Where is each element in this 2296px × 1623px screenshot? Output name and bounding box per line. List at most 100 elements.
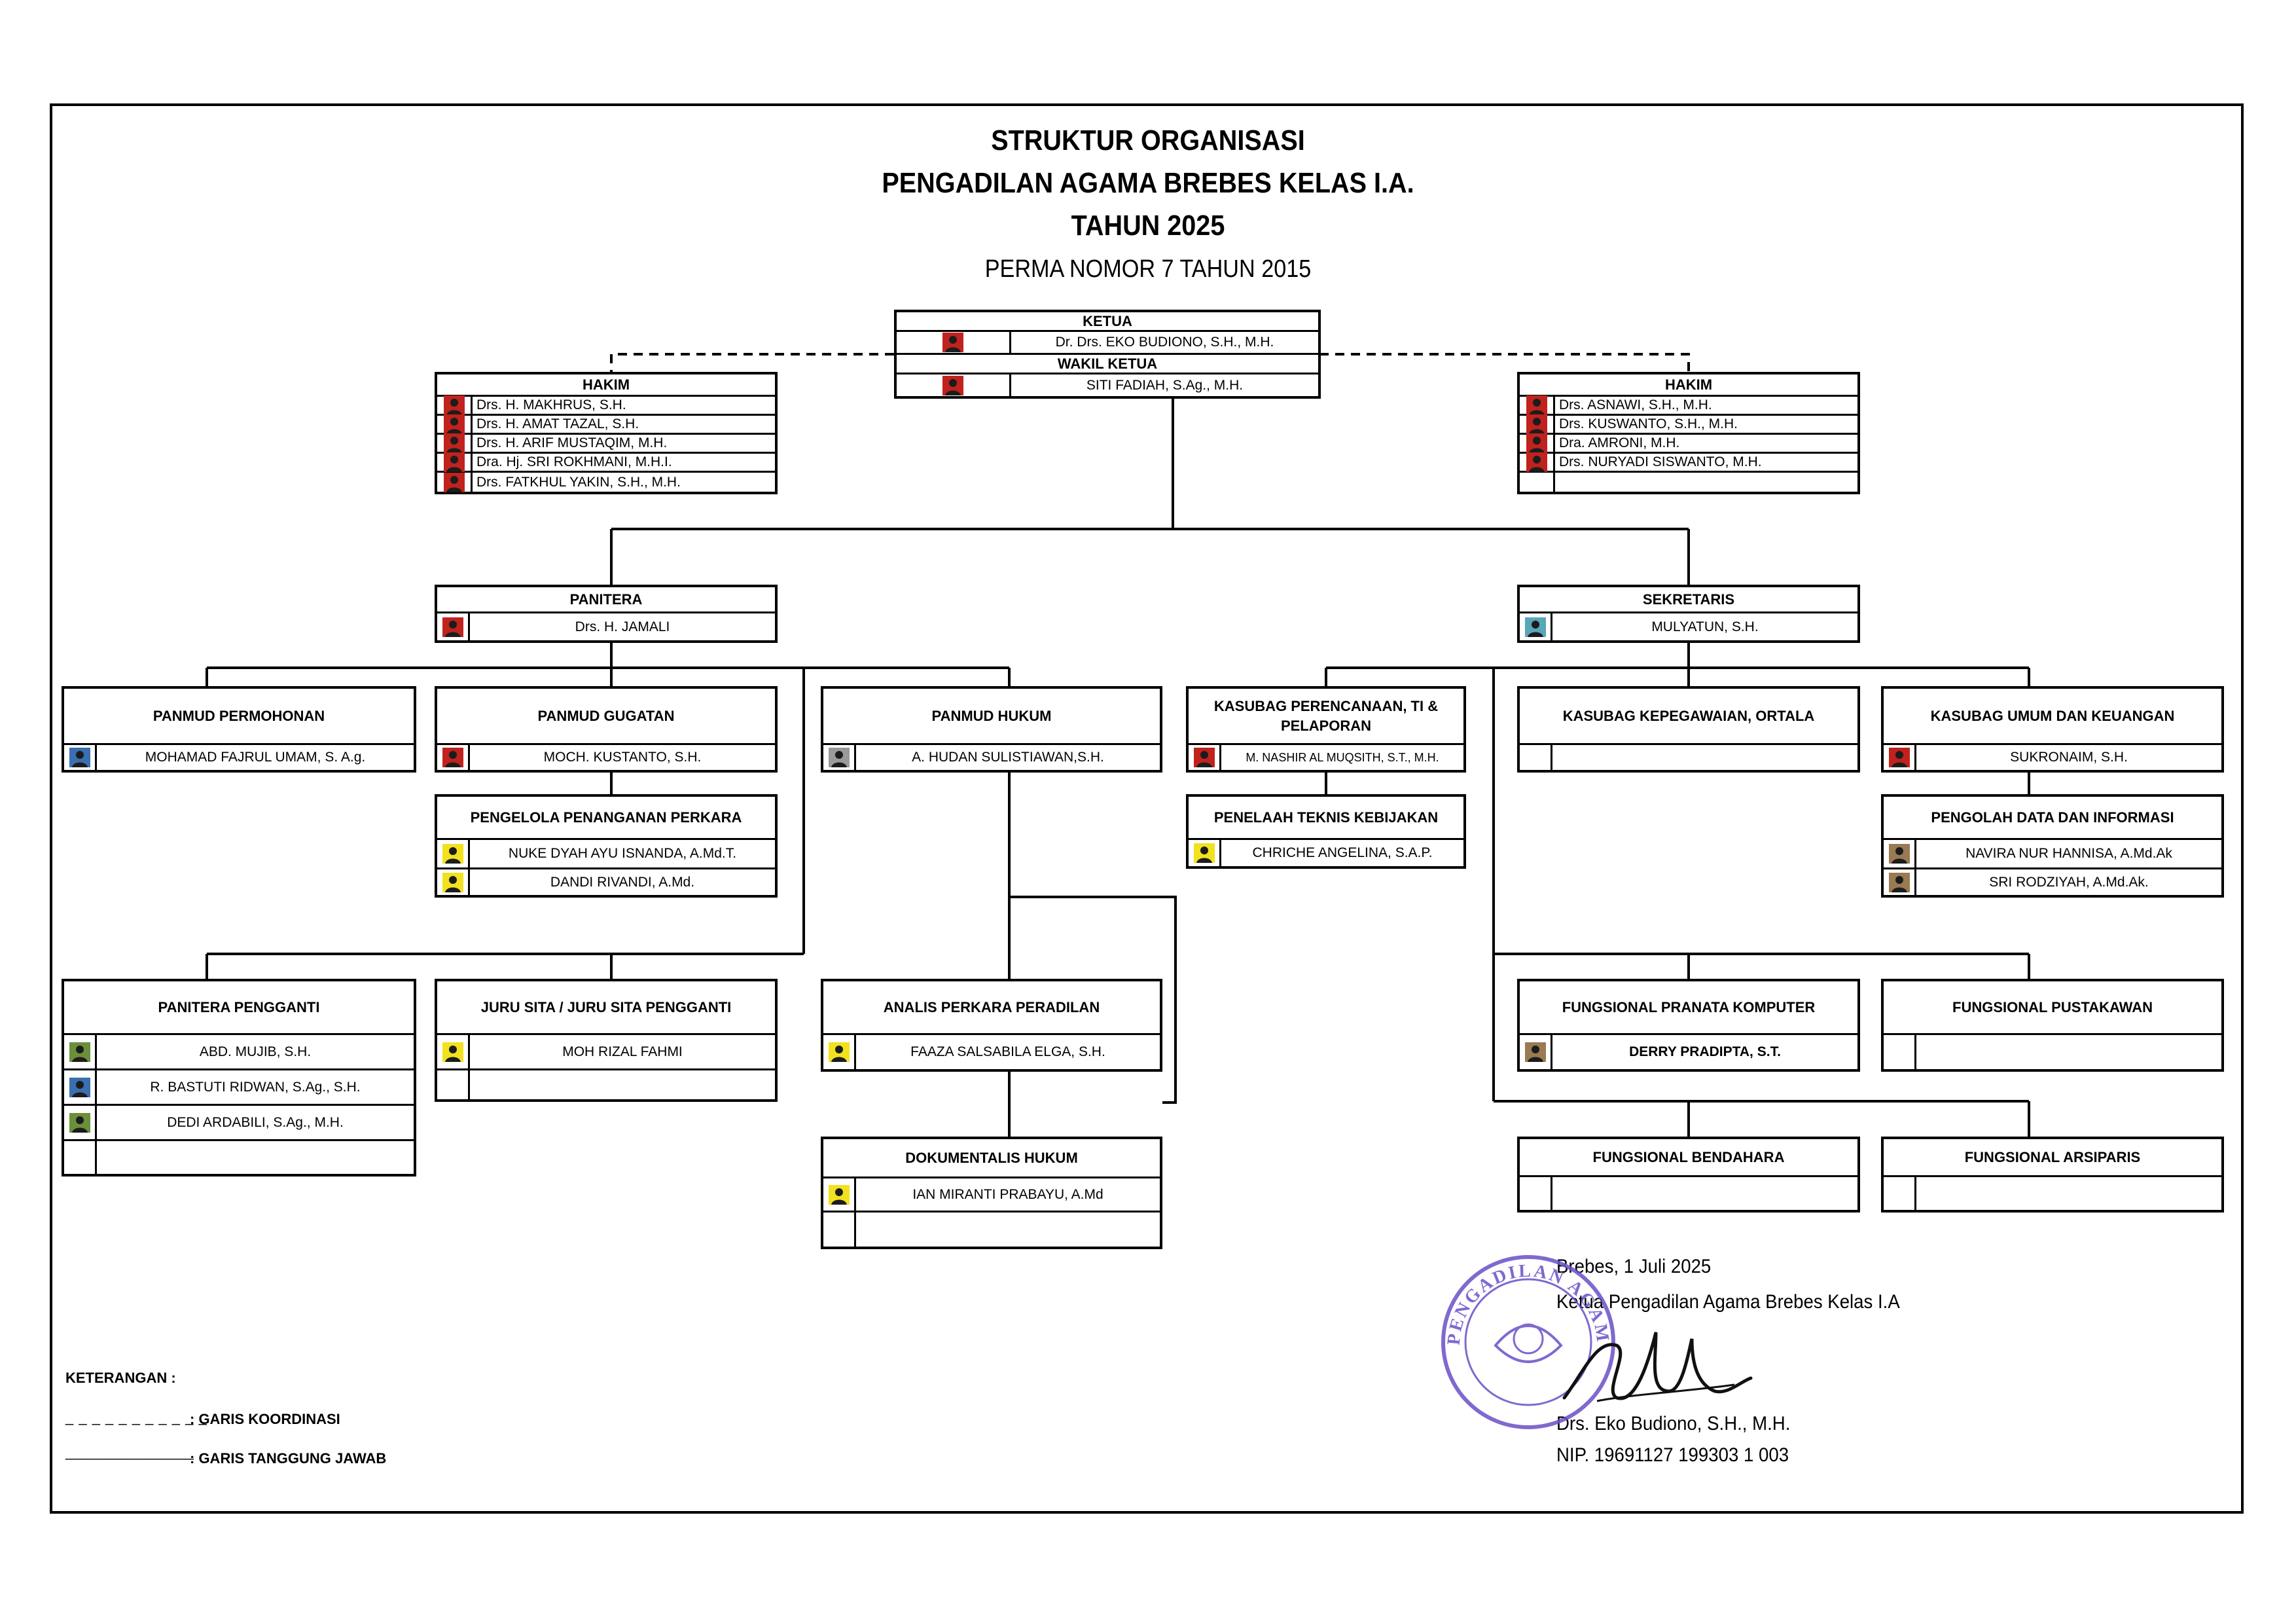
person-photo-icon — [828, 748, 850, 767]
kasubag-umum-box: KASUBAG UMUM DAN KEUANGAN SUKRONAIM, S.H… — [1881, 686, 2224, 773]
person-photo-icon — [442, 617, 463, 637]
photo-cell — [437, 414, 473, 434]
hakim-left-title: HAKIM — [437, 374, 775, 397]
panmud-gugatan-name: MOCH. KUSTANTO, S.H. — [543, 750, 702, 765]
pranata-box: FUNGSIONAL PRANATA KOMPUTER DERRY PRADIP… — [1517, 979, 1860, 1072]
photo-cell — [437, 869, 470, 895]
signature-place-date: Brebes, 1 Juli 2025 — [1556, 1256, 1712, 1277]
bendahara-box: FUNGSIONAL BENDAHARA — [1517, 1137, 1860, 1213]
sekretaris-box: SEKRETARIS MULYATUN, S.H. — [1517, 585, 1860, 643]
photo-cell — [1189, 840, 1221, 866]
photo-cell — [1520, 613, 1552, 640]
panmud-hukum-title: PANMUD HUKUM — [823, 689, 1160, 745]
panitera-title: PANITERA — [437, 587, 775, 613]
photo-cell — [1520, 395, 1555, 415]
person-photo-icon — [443, 433, 465, 453]
person-photo-icon — [443, 472, 465, 492]
official-stamp-icon: PENGADILAN AGAMA — [1433, 1247, 1615, 1429]
staff-name: FAAZA SALSABILA ELGA, S.H. — [910, 1044, 1105, 1059]
person-photo-icon — [69, 1112, 90, 1133]
photo-cell — [437, 613, 470, 640]
staff-name: DANDI RIVANDI, A.Md. — [550, 874, 695, 890]
staff-row: DEDI ARDABILI, S.Ag., M.H. — [64, 1106, 414, 1141]
person-photo-icon — [1526, 433, 1547, 453]
staff-row: ABD. MUJIB, S.H. — [64, 1035, 414, 1070]
panitera-box: PANITERA Drs. H. JAMALI — [435, 585, 778, 643]
photo-cell — [437, 395, 473, 415]
photo-cell — [437, 452, 473, 472]
staff-row — [1884, 1035, 2221, 1069]
staff-name — [97, 1141, 414, 1174]
hakim-row: Drs. H. MAKHRUS, S.H. — [437, 395, 775, 416]
staff-name: SRI RODZIYAH, A.Md.Ak. — [1989, 874, 2149, 890]
panmud-hukum-box: PANMUD HUKUM A. HUDAN SULISTIAWAN,S.H. — [821, 686, 1162, 773]
panitera-pengganti-title: PANITERA PENGGANTI — [64, 981, 414, 1035]
kasubag-umum-name: SUKRONAIM, S.H. — [2010, 750, 2128, 765]
panmud-gugatan-title: PANMUD GUGATAN — [437, 689, 775, 745]
staff-name: DEDI ARDABILI, S.Ag., M.H. — [167, 1114, 344, 1130]
photo-cell — [1520, 473, 1555, 492]
panmud-permohonan-box: PANMUD PERMOHONAN MOHAMAD FAJRUL UMAM, S… — [62, 686, 416, 773]
hakim-row: Drs. FATKHUL YAKIN, S.H., M.H. — [437, 472, 775, 492]
person-photo-icon — [1193, 748, 1215, 767]
photo-cell — [64, 1106, 97, 1139]
photo-cell — [64, 1035, 97, 1068]
staff-row — [64, 1141, 414, 1174]
person-photo-icon — [1526, 414, 1547, 434]
hakim-left-box: HAKIM Drs. H. MAKHRUS, S.H. Drs. H. AMAT… — [435, 372, 778, 494]
staff-name — [1916, 1035, 2221, 1069]
person-photo-icon — [442, 1042, 463, 1062]
person-photo-icon — [1888, 748, 1910, 767]
dokumentalis-box: DOKUMENTALIS HUKUM IAN MIRANTI PRABAYU, … — [821, 1137, 1162, 1249]
kasubag-perencanaan-name: M. NASHIR AL MUQSITH, S.T., M.H. — [1246, 750, 1439, 764]
signature-name: Drs. Eko Budiono, S.H., M.H. — [1556, 1413, 1791, 1434]
photo-cell — [437, 433, 473, 453]
kasubag-umum-title: KASUBAG UMUM DAN KEUANGAN — [1884, 689, 2221, 745]
kasubag-kepegawaian-title: KASUBAG KEPEGAWAIAN, ORTALA — [1520, 689, 1857, 745]
hakim-name: Drs. FATKHUL YAKIN, S.H., M.H. — [476, 474, 681, 490]
photo-cell — [897, 332, 1011, 354]
photo-cell — [1520, 414, 1555, 434]
photo-cell — [437, 745, 470, 770]
ketua-box: KETUA Dr. Drs. EKO BUDIONO, S.H., M.H. W… — [894, 310, 1321, 399]
pranata-title: FUNGSIONAL PRANATA KOMPUTER — [1520, 981, 1857, 1035]
person-photo-icon — [442, 872, 463, 892]
page-frame — [50, 103, 2244, 1514]
panmud-permohonan-row: MOHAMAD FAJRUL UMAM, S. A.g. — [64, 745, 414, 770]
hakim-right-title: HAKIM — [1520, 374, 1857, 397]
hakim-row: Drs. H. AMAT TAZAL, S.H. — [437, 414, 775, 435]
doc-subtitle: PERMA NOMOR 7 TAHUN 2015 — [984, 255, 1312, 283]
ketua-name: Dr. Drs. EKO BUDIONO, S.H., M.H. — [1055, 335, 1274, 350]
staff-row — [823, 1213, 1160, 1247]
staff-name: MOH RIZAL FAHMI — [562, 1044, 683, 1059]
staff-row: R. BASTUTI RIDWAN, S.Ag., S.H. — [64, 1070, 414, 1106]
legend-solid-symbol: ________________ — [65, 1444, 194, 1460]
person-photo-icon — [443, 452, 465, 472]
staff-row — [437, 1070, 775, 1099]
photo-cell — [823, 745, 856, 770]
person-photo-icon — [942, 333, 963, 352]
hakim-row — [1520, 473, 1857, 492]
staff-name: CHRICHE ANGELINA, S.A.P. — [1252, 845, 1433, 860]
person-photo-icon — [442, 748, 463, 767]
person-photo-icon — [443, 395, 465, 415]
staff-name: NAVIRA NUR HANNISA, A.Md.Ak — [1965, 846, 2172, 861]
staff-name — [470, 1070, 775, 1099]
hakim-row: Drs. NURYADI SISWANTO, M.H. — [1520, 452, 1857, 473]
panmud-hukum-row: A. HUDAN SULISTIAWAN,S.H. — [823, 745, 1160, 770]
hakim-name — [1555, 473, 1857, 492]
legend-koordinasi-label: : GARIS KOORDINASI — [190, 1411, 340, 1427]
hakim-name: Drs. H. ARIF MUSTAQIM, M.H. — [476, 435, 668, 450]
person-photo-icon — [1526, 395, 1547, 415]
hakim-name: Drs. H. MAKHRUS, S.H. — [476, 397, 626, 412]
photo-cell — [823, 1035, 856, 1069]
hakim-name: Dra. AMRONI, M.H. — [1559, 435, 1680, 450]
bendahara-title: FUNGSIONAL BENDAHARA — [1520, 1139, 1857, 1177]
legend-tanggung-label: : GARIS TANGGUNG JAWAB — [190, 1450, 387, 1467]
person-photo-icon — [1193, 843, 1215, 863]
person-photo-icon — [1888, 872, 1910, 892]
doc-title-line3: TAHUN 2025 — [1071, 210, 1225, 242]
staff-row — [1884, 1177, 2221, 1210]
pustakawan-title: FUNGSIONAL PUSTAKAWAN — [1884, 981, 2221, 1035]
sekretaris-title: SEKRETARIS — [1520, 587, 1857, 613]
